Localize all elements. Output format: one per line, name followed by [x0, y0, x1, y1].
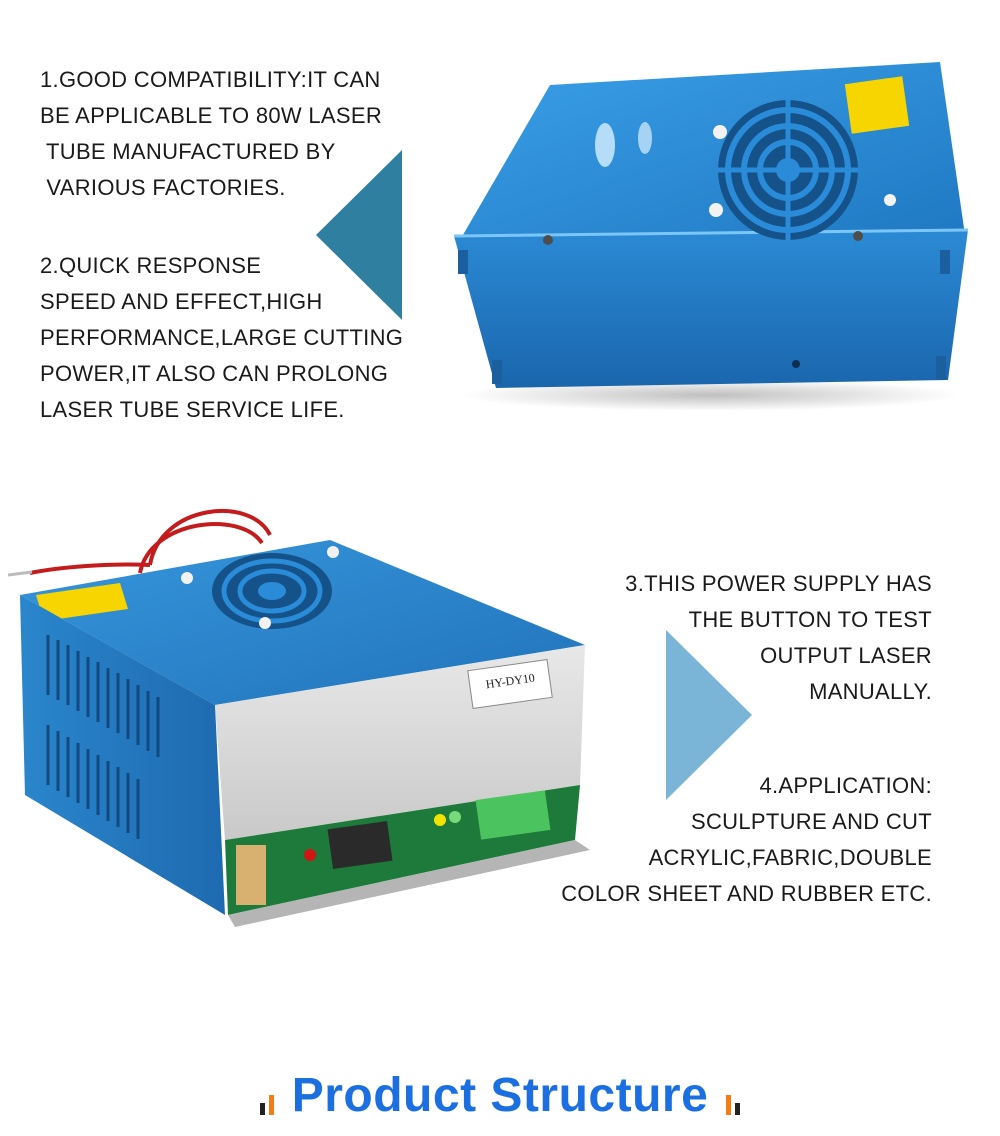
feature-line: LASER TUBE SERVICE LIFE.: [40, 397, 345, 422]
feature-line: 2.QUICK RESPONSE: [40, 253, 262, 278]
section-heading: Product Structure: [0, 1060, 1000, 1130]
heading-bars-left-icon: [259, 1093, 274, 1115]
feature-line: POWER,IT ALSO CAN PROLONG: [40, 361, 389, 386]
feature-line: BE APPLICABLE TO 80W LASER: [40, 103, 383, 128]
feature-text-right: 3.THIS POWER SUPPLY HAS THE BUTTON TO TE…: [512, 566, 932, 912]
feature-line: SCULPTURE AND CUT: [690, 809, 932, 834]
feature-line: ACRYLIC,FABRIC,DOUBLE: [648, 845, 932, 870]
fan-icon: [212, 553, 332, 629]
arrow-right-icon: [666, 630, 752, 800]
power-supply-bottom-photo: HY-DY10: [7, 509, 590, 927]
feature-line: SPEED AND EFFECT,HIGH: [40, 289, 323, 314]
section-title: Product Structure: [291, 1068, 709, 1122]
feature-line: THE BUTTON TO TEST: [688, 607, 932, 632]
feature-line: PERFORMANCE,LARGE CUTTING: [40, 325, 404, 350]
feature-line: OUTPUT LASER: [760, 643, 932, 668]
model-label: HY-DY10: [485, 671, 536, 692]
power-supply-top-photo: [453, 62, 969, 410]
heading-bars-right-icon: [726, 1093, 741, 1115]
feature-line: 4.APPLICATION:: [759, 773, 932, 798]
feature-spacer: [512, 710, 932, 768]
feature-line: 3.THIS POWER SUPPLY HAS: [625, 571, 932, 596]
feature-line: TUBE MANUFACTURED BY: [40, 139, 336, 164]
arrow-left-icon: [316, 150, 402, 320]
feature-line: 1.GOOD COMPATIBILITY:IT CAN: [40, 67, 381, 92]
fan-icon: [718, 100, 858, 240]
feature-line: COLOR SHEET AND RUBBER ETC.: [561, 881, 932, 906]
feature-line: MANUALLY.: [809, 679, 932, 704]
feature-line: VARIOUS FACTORIES.: [40, 175, 286, 200]
feature-text-left: 1.GOOD COMPATIBILITY:IT CAN BE APPLICABL…: [40, 62, 410, 428]
